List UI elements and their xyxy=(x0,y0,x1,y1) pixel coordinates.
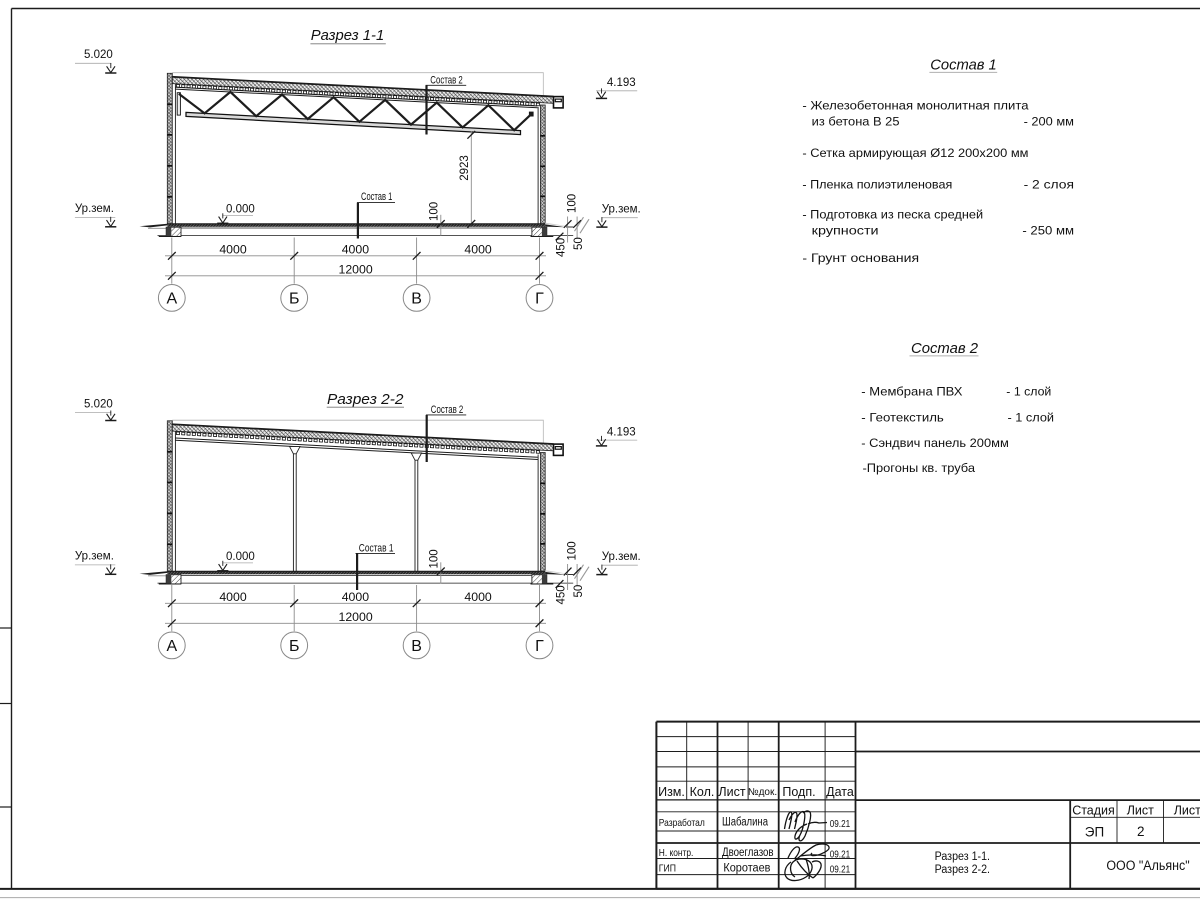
svg-text:Разрез 2-2: Разрез 2-2 xyxy=(327,392,404,408)
svg-text:№док.: №док. xyxy=(748,787,777,798)
svg-text:- Подготовка из песка средней: - Подготовка из песка средней xyxy=(802,207,983,221)
svg-text:Состав 1: Состав 1 xyxy=(930,57,997,74)
svg-text:0.000: 0.000 xyxy=(226,204,255,216)
svg-text:4.193: 4.193 xyxy=(607,77,636,89)
svg-text:12000: 12000 xyxy=(338,263,372,277)
svg-text:4.193: 4.193 xyxy=(607,427,636,439)
svg-text:Кол.: Кол. xyxy=(690,785,715,799)
svg-text:- 250 мм: - 250 мм xyxy=(1022,223,1074,237)
svg-text:Н. контр.: Н. контр. xyxy=(659,847,694,859)
svg-text:Состав 1: Состав 1 xyxy=(359,543,394,555)
svg-text:Разрез 1-1: Разрез 1-1 xyxy=(311,28,384,44)
svg-text:12000: 12000 xyxy=(338,610,372,624)
svg-text:Шабалина: Шабалина xyxy=(722,817,768,829)
svg-text:из бетона В 25: из бетона В 25 xyxy=(812,114,900,128)
svg-text:А: А xyxy=(166,638,177,655)
svg-text:50: 50 xyxy=(573,237,585,250)
svg-text:- Сэндвич панель 200мм: - Сэндвич панель 200мм xyxy=(861,436,1009,450)
svg-text:Ур.зем.: Ур.зем. xyxy=(602,203,641,215)
svg-text:Разрез 1-1.: Разрез 1-1. xyxy=(935,851,990,863)
svg-text:Состав 2: Состав 2 xyxy=(431,404,464,416)
svg-text:5.020: 5.020 xyxy=(84,49,113,61)
svg-text:Б: Б xyxy=(289,290,300,307)
svg-text:- Железобетонная монолитная п: - Железобетонная монолитная плита xyxy=(802,99,1028,113)
svg-text:- 1 слой: - 1 слой xyxy=(1008,411,1055,425)
svg-text:09.21: 09.21 xyxy=(830,818,851,830)
svg-text:4000: 4000 xyxy=(342,590,370,604)
svg-text:- Мембрана ПВХ: - Мембрана ПВХ xyxy=(861,384,962,398)
svg-text:450: 450 xyxy=(556,238,568,257)
svg-text:4000: 4000 xyxy=(342,243,370,257)
svg-text:-Прогоны кв. труба: -Прогоны кв. труба xyxy=(863,461,976,475)
svg-text:В: В xyxy=(411,638,422,655)
svg-text:ГИП: ГИП xyxy=(659,863,676,875)
svg-text:Разрез 2-2.: Разрез 2-2. xyxy=(935,864,990,876)
svg-text:100: 100 xyxy=(429,202,441,221)
svg-text:450: 450 xyxy=(556,585,568,604)
svg-text:Ур.зем.: Ур.зем. xyxy=(602,551,641,563)
svg-text:Б: Б xyxy=(289,638,300,655)
svg-text:крупности: крупности xyxy=(812,223,879,237)
svg-text:4000: 4000 xyxy=(464,590,492,604)
svg-text:4000: 4000 xyxy=(219,243,247,257)
svg-text:Двоеглазов: Двоеглазов xyxy=(722,847,774,859)
svg-text:ЭП: ЭП xyxy=(1085,825,1104,840)
svg-text:4000: 4000 xyxy=(219,590,247,604)
svg-text:Г: Г xyxy=(535,638,544,655)
svg-text:5.020: 5.020 xyxy=(84,399,113,411)
svg-text:- 1 слой: - 1 слой xyxy=(1006,384,1051,398)
svg-text:100: 100 xyxy=(567,541,579,560)
svg-text:0.000: 0.000 xyxy=(226,551,255,563)
svg-text:Состав 2: Состав 2 xyxy=(911,340,979,357)
svg-text:А: А xyxy=(166,290,177,307)
svg-text:Дата: Дата xyxy=(826,785,854,799)
svg-text:Разработал: Разработал xyxy=(659,817,705,829)
svg-text:4000: 4000 xyxy=(464,243,492,257)
svg-text:Подп.: Подп. xyxy=(782,785,815,799)
svg-text:- Сетка армирующая Ø12 200x200: - Сетка армирующая Ø12 200x200 мм xyxy=(802,146,1028,160)
svg-text:В: В xyxy=(411,290,422,307)
svg-text:Лист: Лист xyxy=(718,785,745,799)
svg-text:50: 50 xyxy=(573,585,585,598)
svg-text:Листов: Листов xyxy=(1174,803,1200,817)
svg-text:100: 100 xyxy=(567,194,579,213)
svg-text:- Геотекстиль: - Геотекстиль xyxy=(861,411,944,425)
svg-text:Лист: Лист xyxy=(1127,803,1154,817)
svg-text:- 200 мм: - 200 мм xyxy=(1024,114,1074,128)
svg-text:Изм.: Изм. xyxy=(658,785,685,799)
svg-text:2923: 2923 xyxy=(459,155,471,181)
svg-text:- Пленка полиэтиленовая: - Пленка полиэтиленовая xyxy=(802,177,952,191)
svg-text:- Грунт основания: - Грунт основания xyxy=(802,251,919,265)
svg-text:100: 100 xyxy=(429,549,441,568)
svg-text:ООО "Альянс": ООО "Альянс" xyxy=(1106,858,1189,873)
svg-text:Г: Г xyxy=(535,290,544,307)
svg-text:2: 2 xyxy=(1137,824,1145,839)
svg-text:- 2 слоя: - 2 слоя xyxy=(1024,177,1074,191)
svg-text:09.21: 09.21 xyxy=(830,848,851,860)
svg-text:09.21: 09.21 xyxy=(830,863,851,875)
svg-text:Ур.зем.: Ур.зем. xyxy=(75,203,114,215)
svg-text:Коротаев: Коротаев xyxy=(723,863,770,875)
svg-text:Состав 2: Состав 2 xyxy=(430,75,463,87)
svg-text:Ур.зем.: Ур.зем. xyxy=(75,551,114,563)
svg-text:Состав 1: Состав 1 xyxy=(361,191,392,203)
svg-text:Стадия: Стадия xyxy=(1072,803,1115,817)
